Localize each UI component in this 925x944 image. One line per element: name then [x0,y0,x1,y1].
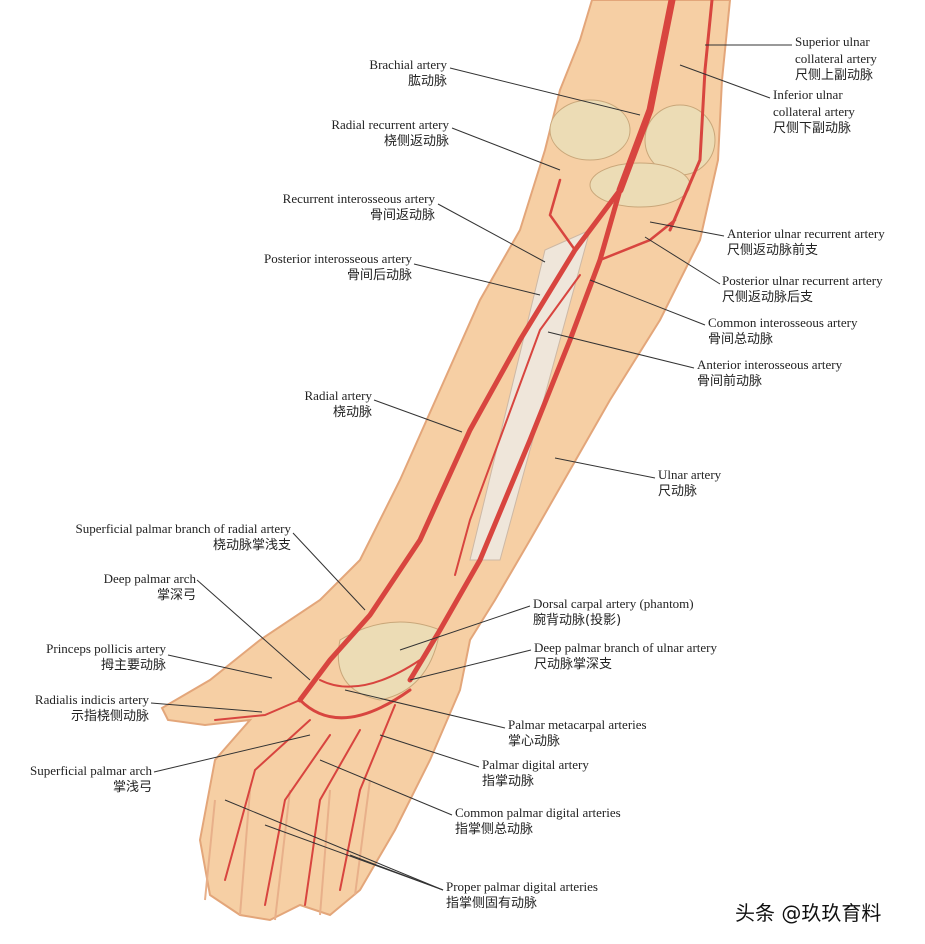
label-superficial-palmar-branch: Superficial palmar branch of radial arte… [75,521,291,553]
elbow-bones [337,99,716,701]
label-dorsal-carpal-artery: Dorsal carpal artery (phantom)腕背动脉(投影) [533,596,694,628]
finger-creases [204,779,371,921]
watermark: 头条 @玖玖育料 [735,901,882,925]
leader-lines [150,44,792,891]
